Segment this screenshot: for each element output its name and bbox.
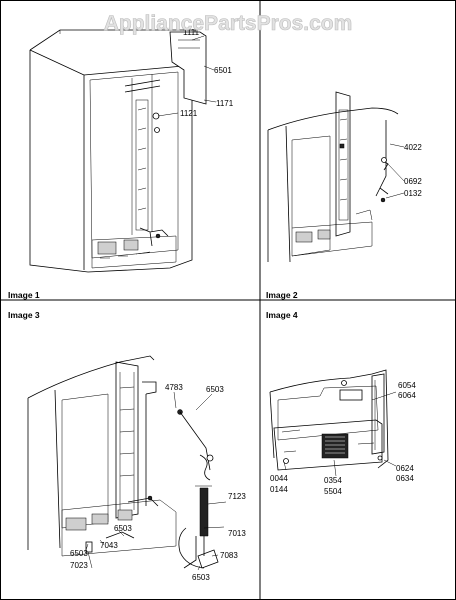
image-4-label-7: 0624 [396,464,414,473]
image-1-label-1: 1111 [183,28,200,37]
image-3-label-6: 7043 [100,541,118,550]
image-1-label-4: 1121 [180,109,198,118]
image-4-label-5: 0354 [324,476,342,485]
image-3-drawing [27,355,219,569]
image-4-caption: Image 4 [266,310,298,320]
image-1-label-2: 6501 [214,66,232,75]
image-3-label-2: 6503 [206,385,224,394]
image-3-label-8: 7023 [70,561,88,570]
image-3-label-9: 7083 [220,551,238,560]
image-1-caption: Image 1 [8,290,40,300]
image-4-label-6: 5504 [324,487,342,496]
watermark: AppliancePartsPros.com [104,12,353,35]
image-4-label-2: 6064 [398,391,416,400]
image-4-label-1: 6054 [398,381,416,390]
image-2-label-2: 0692 [404,177,422,186]
image-4-label-3: 0044 [270,474,288,483]
image-3-label-3: 7123 [228,492,246,501]
image-4-label-4: 0144 [270,485,288,494]
image-3-label-1: 4783 [165,383,183,392]
image-3-label-4: 7013 [228,529,246,538]
image-2-label-1: 4022 [404,143,422,152]
image-1-label-3: 1171 [216,99,234,108]
image-3-caption: Image 3 [8,310,40,320]
image-3-label-10: 6503 [192,573,210,582]
image-4-drawing [269,369,389,471]
image-4-label-8: 0634 [396,474,414,483]
image-3-label-7: 6503 [70,549,88,558]
image-2-drawing [267,91,399,263]
image-3-label-5: 6503 [114,524,132,533]
image-1-drawing [29,29,207,273]
image-2-label-3: 0132 [404,189,422,198]
image-2-caption: Image 2 [266,290,298,300]
